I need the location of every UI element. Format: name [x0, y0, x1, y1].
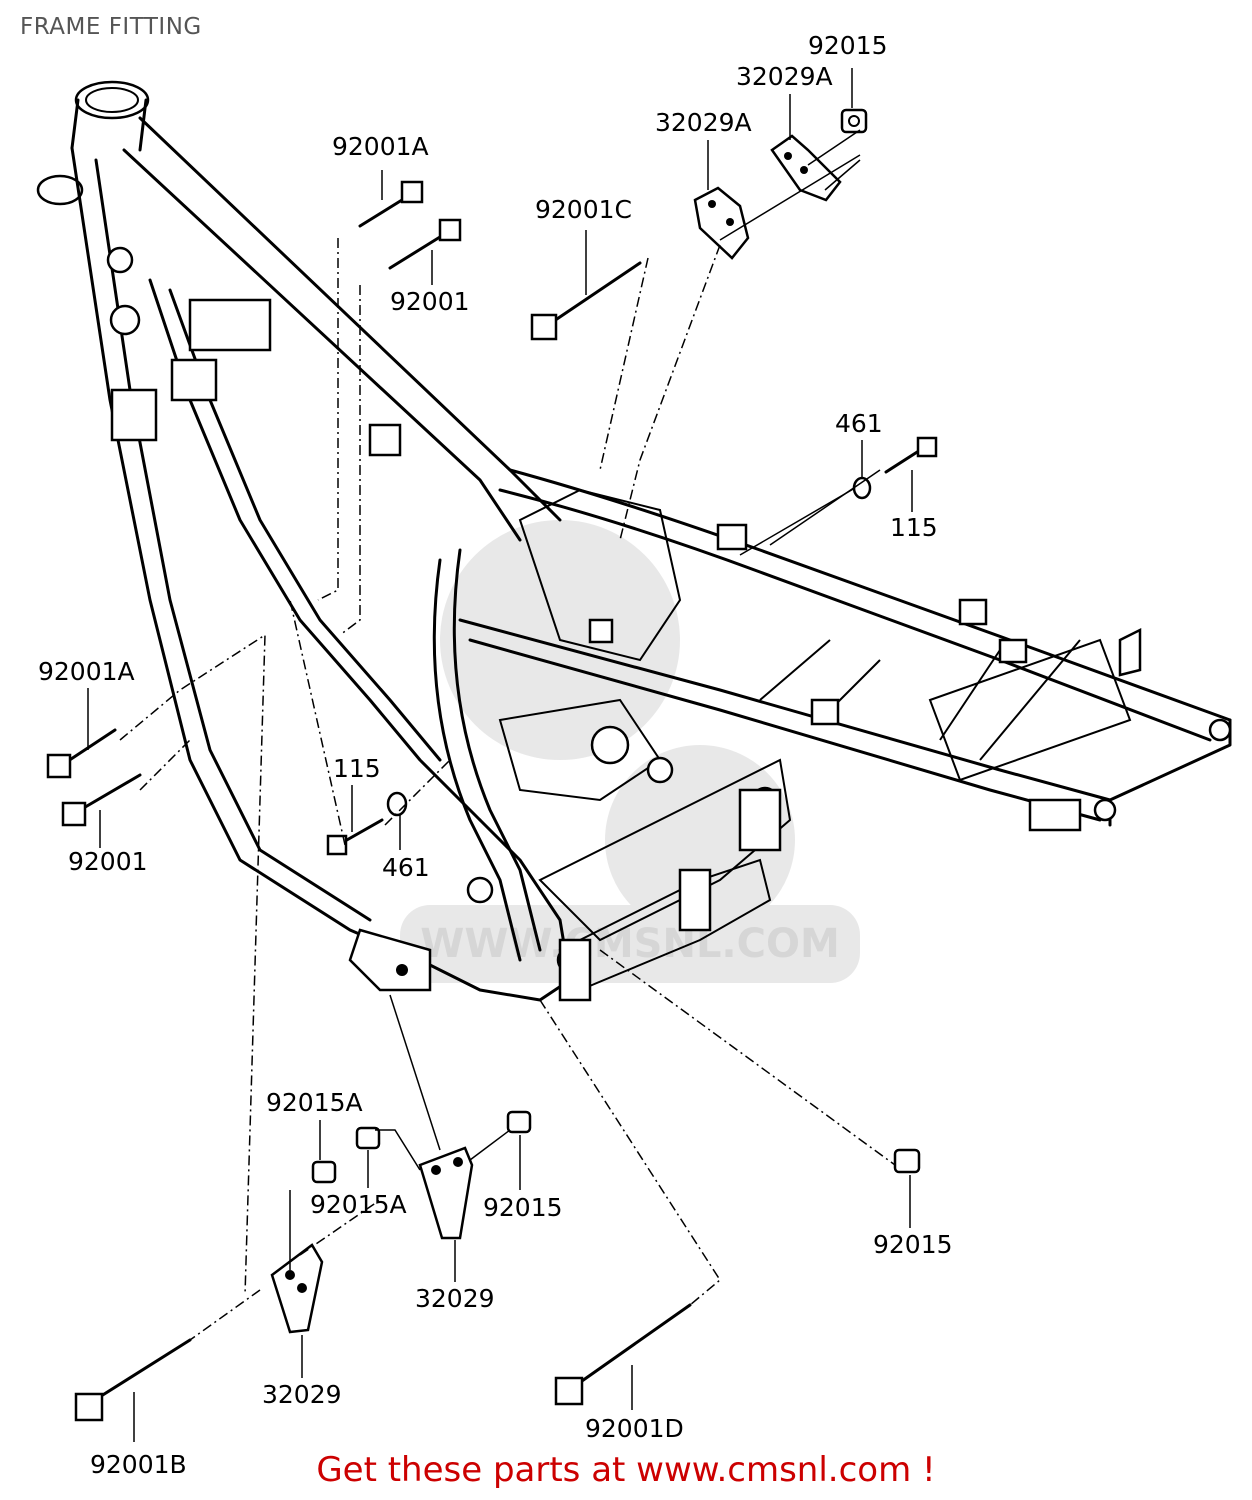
leader-lines: [87, 68, 913, 1442]
label-92015A-b: 92015A: [310, 1190, 407, 1219]
label-92001D: 92001D: [585, 1414, 684, 1443]
bolt-92001B: [74, 1338, 192, 1422]
label-461-right: 461: [835, 409, 883, 438]
label-115-right: 115: [890, 513, 938, 542]
washer-461-mid: [386, 791, 408, 817]
footer-link-text: Get these parts at www.cmsnl.com !: [316, 1450, 936, 1490]
bolt-92001A-left: [46, 728, 117, 779]
bolt-115-mid: [326, 818, 384, 856]
label-92015-top: 92015: [808, 31, 888, 60]
watermark-text: WWW.CMSNL.COM: [420, 921, 840, 967]
nut-92015-mid: [506, 1110, 532, 1134]
plate-32029-a: [418, 1146, 474, 1240]
label-92001-top: 92001: [390, 287, 470, 316]
washer-461-right: [852, 476, 872, 500]
nut-92015A-b: [355, 1126, 381, 1150]
parts: [46, 108, 938, 1422]
bolt-92001-left: [61, 773, 142, 827]
nut-92015-top: [840, 108, 868, 134]
bolt-92001-top: [388, 218, 462, 270]
nut-92015-right: [893, 1148, 921, 1174]
label-92001B: 92001B: [90, 1450, 187, 1479]
label-92015-mid: 92015: [483, 1193, 563, 1222]
label-32029-a: 32029: [415, 1284, 495, 1313]
plate-32029A-b: [693, 186, 750, 260]
plate-32029-b: [270, 1243, 324, 1334]
label-92001-left: 92001: [68, 847, 148, 876]
part-labels: 92015 32029A 32029A 92001A 92001C 92001 …: [38, 31, 953, 1479]
label-461-mid: 461: [382, 853, 430, 882]
frame-drawing: [36, 80, 1232, 1002]
label-92001A-top: 92001A: [332, 132, 429, 161]
page-title: FRAME FITTING: [20, 14, 202, 40]
label-32029A-b: 32029A: [655, 108, 752, 137]
label-115-mid: 115: [333, 754, 381, 783]
nut-92015A-a: [311, 1160, 337, 1184]
bolt-92001A-top: [358, 180, 424, 228]
label-92001A-left: 92001A: [38, 657, 135, 686]
label-92001C: 92001C: [535, 195, 632, 224]
label-32029A-a: 32029A: [736, 62, 833, 91]
label-92015A-a: 92015A: [266, 1088, 363, 1117]
label-92015-right: 92015: [873, 1230, 953, 1259]
bolt-92001C: [530, 261, 642, 341]
label-32029-b: 32029: [262, 1380, 342, 1409]
bolt-92001D: [554, 1303, 692, 1406]
bolt-115-right: [884, 436, 938, 474]
